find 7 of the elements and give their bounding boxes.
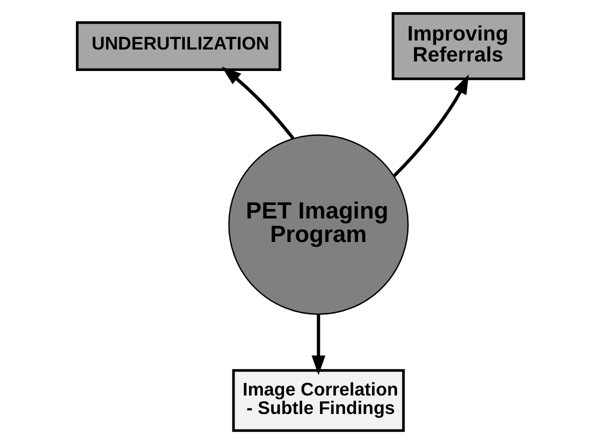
arrow bbox=[221, 66, 294, 140]
node-box: Image Correlation - Subtle Findings bbox=[232, 369, 404, 432]
arrow bbox=[392, 74, 468, 178]
node-box: UNDERUTILIZATION bbox=[75, 21, 281, 71]
arrow bbox=[311, 314, 325, 376]
node-circle: PET Imaging Program bbox=[228, 134, 408, 315]
node-box: Improving Referrals bbox=[391, 12, 525, 80]
